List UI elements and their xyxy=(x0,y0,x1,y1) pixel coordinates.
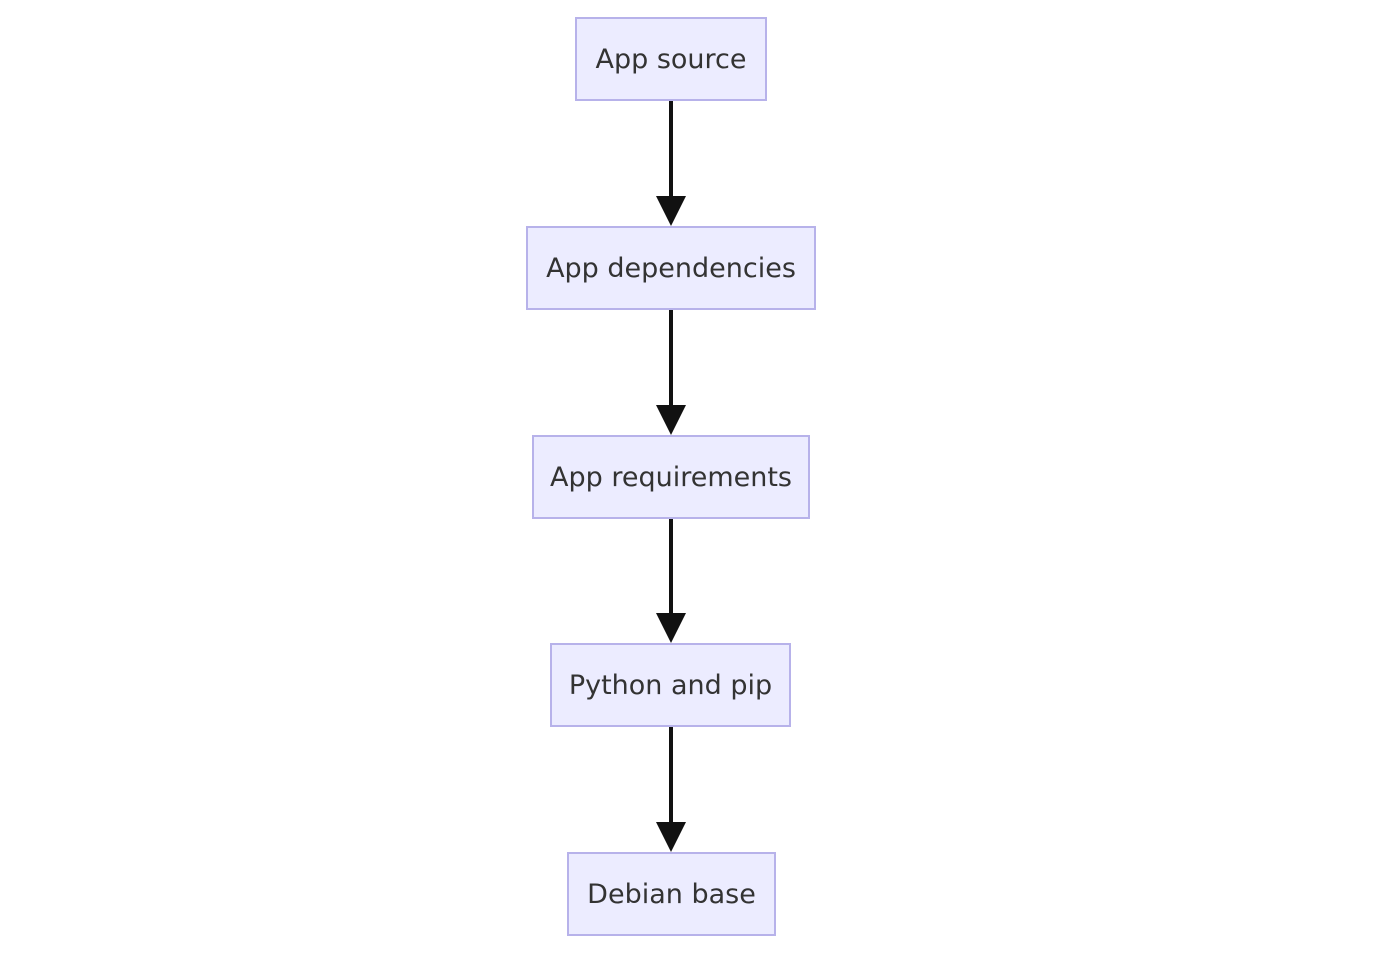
arrowhead xyxy=(656,822,686,852)
node-label: Python and pip xyxy=(568,669,773,701)
edge-python-and-pip-to-debian-base xyxy=(656,727,686,852)
node-debian-base: Debian base xyxy=(567,852,776,936)
arrowhead xyxy=(656,405,686,435)
node-app-requirements: App requirements xyxy=(532,435,810,519)
node-app-dependencies: App dependencies xyxy=(526,226,816,310)
node-app-source: App source xyxy=(575,17,767,101)
node-label: App dependencies xyxy=(546,252,796,284)
node-label: Debian base xyxy=(587,878,756,910)
edge-app-requirements-to-python-and-pip xyxy=(656,519,686,643)
arrowhead xyxy=(656,196,686,226)
node-label: App requirements xyxy=(550,461,792,493)
edge-app-dependencies-to-app-requirements xyxy=(656,310,686,435)
node-label: App source xyxy=(595,43,747,75)
node-python-and-pip: Python and pip xyxy=(550,643,791,727)
arrowhead xyxy=(656,613,686,643)
edge-app-source-to-app-dependencies xyxy=(656,101,686,226)
